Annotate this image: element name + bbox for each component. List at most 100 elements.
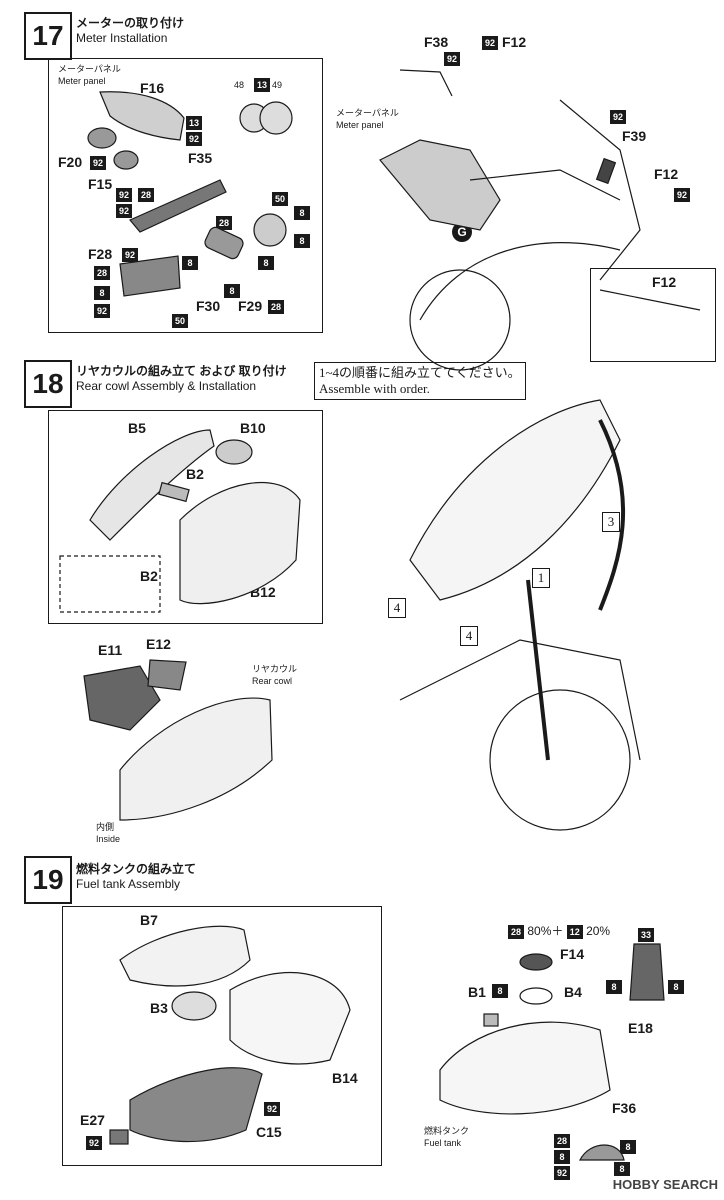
color-92: 92	[90, 156, 106, 170]
part-F35: F35	[188, 150, 213, 166]
color-92: 92	[264, 1102, 280, 1116]
color-13: 13	[186, 116, 202, 130]
color-8: 8	[614, 1162, 630, 1176]
meter-panel-label-jp: メーターパネル	[58, 64, 121, 74]
fuel-cock-shape	[579, 1144, 625, 1161]
part-B12: B12	[250, 584, 276, 600]
color-92: 92	[122, 248, 138, 262]
part-E18: E18	[628, 1020, 653, 1036]
order-2: 2	[474, 522, 492, 542]
step-17-title-en: Meter Installation	[76, 31, 168, 45]
part-B5: B5	[128, 420, 146, 436]
f39-shape	[595, 157, 617, 185]
color-8: 8	[94, 286, 110, 300]
step-18-title-en: Rear cowl Assembly & Installation	[76, 379, 257, 393]
meter-panel-label-en: Meter panel	[58, 76, 106, 86]
part-B7: B7	[140, 912, 158, 928]
color-8: 8	[606, 980, 622, 994]
color-8: 8	[182, 256, 198, 270]
color-50: 50	[272, 192, 288, 206]
color-28: 28	[268, 300, 284, 314]
rear-cowl-assembled	[409, 399, 621, 601]
color-28: 28	[94, 266, 110, 280]
fuel-tank-shape	[439, 1021, 611, 1115]
fuel-tank-parts-box	[62, 906, 382, 1166]
color-8: 8	[294, 234, 310, 248]
meter-panel-label-en-2: Meter panel	[336, 120, 384, 130]
color-8: 8	[492, 984, 508, 998]
e11-shape	[83, 665, 161, 731]
step-19-title-jp: 燃料タンクの組み立て	[76, 862, 197, 876]
color-28: 28	[508, 924, 524, 939]
color-92: 92	[482, 36, 498, 50]
part-F20: F20	[58, 154, 83, 170]
rear-frame	[399, 639, 641, 761]
meter-panel-label-jp-2: メーターパネル	[336, 108, 399, 118]
b4-ring	[519, 987, 553, 1005]
order-1: 1	[532, 568, 550, 588]
part-E27: E27	[80, 1112, 105, 1128]
part-B2: B2	[186, 466, 204, 482]
part-C15: C15	[256, 1124, 282, 1140]
part-F28: F28	[88, 246, 113, 262]
paint-mix-28: 28 80%＋ 12 20%	[508, 924, 610, 939]
color-8: 8	[620, 1140, 636, 1154]
gauge-13: 13	[254, 78, 270, 92]
part-F39: F39	[622, 128, 647, 144]
step-17-title-jp: メーターの取り付け	[76, 16, 185, 30]
part-F15: F15	[88, 176, 113, 192]
meter-panel-box	[48, 58, 323, 333]
part-E11: E11	[98, 642, 123, 658]
color-28: 28	[138, 188, 154, 202]
part-F12-b: F12	[654, 166, 679, 182]
order-1-arrow	[526, 579, 550, 761]
part-B1: B1	[468, 984, 486, 1000]
part-F36: F36	[612, 1100, 637, 1116]
front-wheel	[409, 269, 511, 371]
note-en: Assemble with order.	[319, 381, 430, 396]
color-92: 92	[186, 132, 202, 146]
part-E12: E12	[146, 636, 171, 652]
fuel-tank-label-en: Fuel tank	[424, 1138, 462, 1148]
note-jp: 1~4の順番に組み立ててください。	[319, 365, 521, 380]
color-50: 50	[172, 314, 188, 328]
part-B4: B4	[564, 984, 582, 1000]
color-8: 8	[224, 284, 240, 298]
color-8: 8	[668, 980, 684, 994]
meter-assembly	[379, 139, 501, 231]
part-F30: F30	[196, 298, 221, 314]
f38-cable	[399, 69, 453, 97]
part-F12-detail: F12	[652, 274, 677, 290]
part-B2-detail: B2	[140, 568, 158, 584]
frame-line	[469, 169, 621, 201]
assembly-order-note: 1~4の順番に組み立ててください。 Assemble with order.	[314, 362, 526, 400]
part-B3: B3	[150, 1000, 168, 1016]
color-8: 8	[258, 256, 274, 270]
part-B10: B10	[240, 420, 266, 436]
color-8: 8	[294, 206, 310, 220]
color-92: 92	[554, 1166, 570, 1180]
step-17-number: 17	[24, 12, 72, 60]
step-19-title-en: Fuel tank Assembly	[76, 877, 181, 891]
part-F38: F38	[424, 34, 449, 50]
part-F29: F29	[238, 298, 263, 314]
callout-F: F	[452, 166, 472, 186]
rear-cowl-label-jp: リヤカウル	[252, 664, 298, 674]
gauge-48: 48	[234, 80, 245, 90]
b1-shape	[483, 1013, 499, 1027]
rear-cowl-shape	[119, 697, 273, 821]
color-92: 92	[116, 188, 132, 202]
color-92: 92	[610, 110, 626, 124]
gauge-49: 49	[272, 80, 283, 90]
f14-cap	[519, 953, 553, 971]
color-92: 92	[444, 52, 460, 66]
part-F16: F16	[140, 80, 165, 96]
color-92: 92	[86, 1136, 102, 1150]
step-17-title: メーターの取り付け Meter Installation	[76, 16, 184, 46]
order-4b: 4	[460, 626, 478, 646]
step-19-title: 燃料タンクの組み立て Fuel tank Assembly	[76, 862, 196, 892]
part-F14: F14	[560, 946, 585, 962]
fuel-tank-label-jp: 燃料タンク	[424, 1126, 470, 1136]
step-18-title: リヤカウルの組み立て および 取り付け Rear cowl Assembly &…	[76, 364, 287, 394]
part-B14: B14	[332, 1070, 358, 1086]
